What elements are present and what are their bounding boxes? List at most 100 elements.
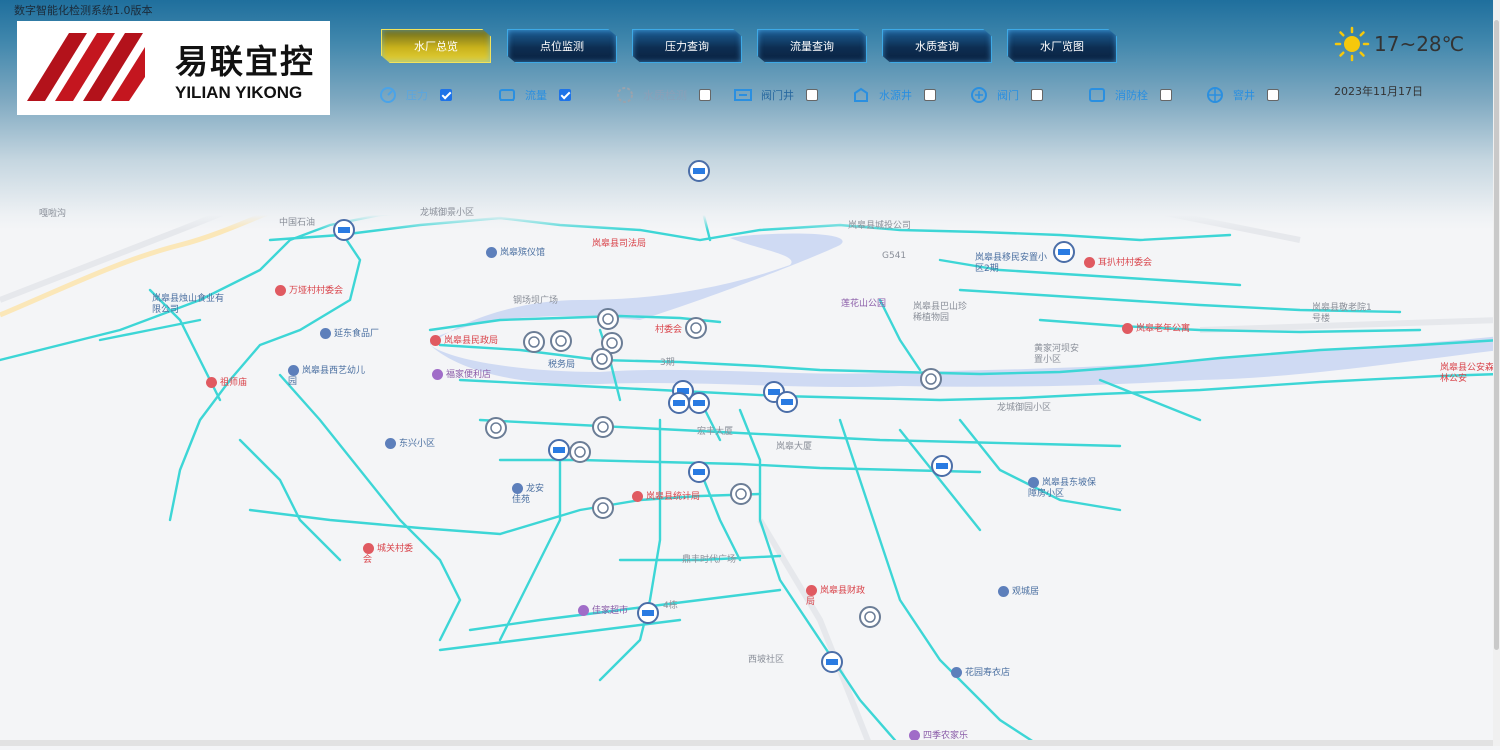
pressure-gauge-icon[interactable] xyxy=(920,368,942,390)
pressure-gauge-icon[interactable] xyxy=(597,308,619,330)
poi-label[interactable]: 3期 xyxy=(660,358,675,368)
monitor-point-icon[interactable] xyxy=(776,391,798,413)
monitor-point-icon[interactable] xyxy=(548,439,570,461)
poi-pin-icon xyxy=(363,543,374,554)
poi-pin-icon xyxy=(632,491,643,502)
pressure-gauge-icon[interactable] xyxy=(601,332,623,354)
scrollbar-thumb[interactable] xyxy=(1494,20,1499,650)
poi-label[interactable]: 岚皋县东坡保障房小区 xyxy=(1028,477,1097,499)
poi-label[interactable]: G541 xyxy=(882,251,907,261)
poi-label[interactable]: 万垭村村委会 xyxy=(275,285,343,297)
poi-label[interactable]: 观城居 xyxy=(998,586,1039,598)
poi-label[interactable]: 岚皋县敬老院1号楼 xyxy=(1312,303,1372,324)
poi-label[interactable]: 岚皋县烛山食业有限公司 xyxy=(152,294,225,315)
poi-label[interactable]: 岚皋老年公寓 xyxy=(1122,323,1190,335)
poi-label[interactable]: 岚皋县财政局 xyxy=(806,585,866,607)
poi-label[interactable]: 西坡社区 xyxy=(748,655,785,665)
poi-label[interactable]: 岚皋殡仪馆 xyxy=(486,247,545,259)
poi-label[interactable]: 岚皋县统计局 xyxy=(632,491,700,503)
pressure-gauge-icon[interactable] xyxy=(569,441,591,463)
poi-label[interactable]: 4栋 xyxy=(663,601,678,611)
nav-plant-overview[interactable]: 水厂总览 xyxy=(381,29,491,63)
poi-label[interactable]: 龙城御景小区 xyxy=(420,208,475,218)
poi-pin-icon xyxy=(206,377,217,388)
pressure-gauge-icon[interactable] xyxy=(485,417,507,439)
pressure-gauge-icon[interactable] xyxy=(592,416,614,438)
pressure-gauge-icon[interactable] xyxy=(859,606,881,628)
poi-label[interactable]: 延东食品厂 xyxy=(320,328,379,340)
sun-icon xyxy=(1334,26,1370,62)
poi-label[interactable]: 岚皋大厦 xyxy=(776,442,813,452)
poi-label[interactable]: 黄家河坝安置小区 xyxy=(1034,344,1080,365)
poi-label[interactable]: 岚皋县城投公司 xyxy=(848,221,912,231)
hydrant-icon xyxy=(1089,88,1105,102)
vertical-scrollbar[interactable] xyxy=(1493,0,1500,746)
monitor-point-icon[interactable] xyxy=(688,392,710,414)
poi-label[interactable]: 中国石油 xyxy=(279,218,316,228)
poi-label[interactable]: 耳扒村村委会 xyxy=(1084,257,1152,269)
layer-hydrant-checkbox[interactable] xyxy=(1160,89,1172,101)
layer-label: 水质检测 xyxy=(643,89,687,102)
poi-label[interactable]: 福家便利店 xyxy=(432,369,491,381)
horizontal-scrollbar[interactable] xyxy=(0,740,1493,746)
pressure-gauge-icon[interactable] xyxy=(592,497,614,519)
poi-label[interactable]: 宏丰大厦 xyxy=(697,427,734,437)
layer-flow-checkbox[interactable] xyxy=(559,89,571,101)
monitor-point-icon[interactable] xyxy=(637,602,659,624)
manhole-icon xyxy=(1207,87,1223,103)
pressure-gauge-icon[interactable] xyxy=(523,331,545,353)
monitor-point-icon[interactable] xyxy=(668,392,690,414)
valve-well-icon xyxy=(734,89,752,101)
layer-valve-well-checkbox[interactable] xyxy=(806,89,818,101)
company-logo: 易联宜控 YILIAN YIKONG xyxy=(17,21,330,115)
pressure-gauge-icon[interactable] xyxy=(591,348,613,370)
nav-flow-query[interactable]: 流量查询 xyxy=(757,29,867,63)
poi-label[interactable]: 岚皋县民政局 xyxy=(430,335,498,347)
poi-label[interactable]: 岚皋县巴山珍稀植物园 xyxy=(913,302,968,323)
water-quality-icon xyxy=(617,87,633,103)
layer-label: 阀门 xyxy=(997,89,1019,102)
monitor-point-icon[interactable] xyxy=(688,160,710,182)
weather-widget: 17~28℃ xyxy=(1334,26,1464,62)
monitor-point-icon[interactable] xyxy=(688,461,710,483)
pressure-gauge-icon[interactable] xyxy=(550,330,572,352)
layer-water-source-well: 水源井 xyxy=(851,84,936,106)
poi-label[interactable]: 莲花山公园 xyxy=(841,299,887,309)
poi-label[interactable]: 鼎丰时代广场 xyxy=(682,555,737,565)
monitor-point-icon[interactable] xyxy=(333,219,355,241)
layer-pressure-checkbox[interactable] xyxy=(440,89,452,101)
poi-label[interactable]: 岚皋县司法局 xyxy=(592,239,647,249)
poi-label[interactable]: 祖师庙 xyxy=(206,377,247,389)
nav-point-monitoring[interactable]: 点位监测 xyxy=(507,29,617,63)
poi-label[interactable]: 东兴小区 xyxy=(385,438,435,450)
poi-label[interactable]: 城关村委会 xyxy=(363,543,414,565)
poi-pin-icon xyxy=(578,605,589,616)
poi-label[interactable]: 村委会 xyxy=(655,325,683,335)
poi-label[interactable]: 龙安佳苑 xyxy=(512,483,545,505)
poi-pin-icon xyxy=(1084,257,1095,268)
nav-pressure-query[interactable]: 压力查询 xyxy=(632,29,742,63)
monitor-point-icon[interactable] xyxy=(1053,241,1075,263)
pressure-gauge-icon[interactable] xyxy=(730,483,752,505)
poi-label[interactable]: 四季农家乐 xyxy=(909,730,968,742)
poi-label[interactable]: 龙城御园小区 xyxy=(997,403,1052,413)
pressure-gauge-icon[interactable] xyxy=(685,317,707,339)
layer-manhole-checkbox[interactable] xyxy=(1267,89,1279,101)
nav-water-quality-query[interactable]: 水质查询 xyxy=(882,29,992,63)
monitor-point-icon[interactable] xyxy=(821,651,843,673)
poi-label[interactable]: 税务局 xyxy=(548,360,576,370)
poi-label[interactable]: 佳家超市 xyxy=(578,605,628,617)
poi-label[interactable]: 岚皋县公安森林公安 xyxy=(1440,363,1495,384)
poi-label[interactable]: 花园寿衣店 xyxy=(951,667,1010,679)
poi-label[interactable]: 岚皋县移民安置小区2期 xyxy=(975,253,1048,274)
nav-plant-map[interactable]: 水厂览图 xyxy=(1007,29,1117,63)
poi-label[interactable]: 嘎啦沟 xyxy=(39,209,67,219)
layer-water-quality-checkbox[interactable] xyxy=(699,89,711,101)
monitor-point-icon[interactable] xyxy=(931,455,953,477)
logo-mark-icon xyxy=(27,33,145,101)
poi-label[interactable]: 岚皋县西艺幼儿园 xyxy=(288,365,366,387)
layer-water-source-well-checkbox[interactable] xyxy=(924,89,936,101)
poi-label[interactable]: 钢场坝广场 xyxy=(513,296,559,306)
layer-valve-checkbox[interactable] xyxy=(1031,89,1043,101)
app-title: 数字智能化检测系统1.0版本 xyxy=(14,4,153,17)
